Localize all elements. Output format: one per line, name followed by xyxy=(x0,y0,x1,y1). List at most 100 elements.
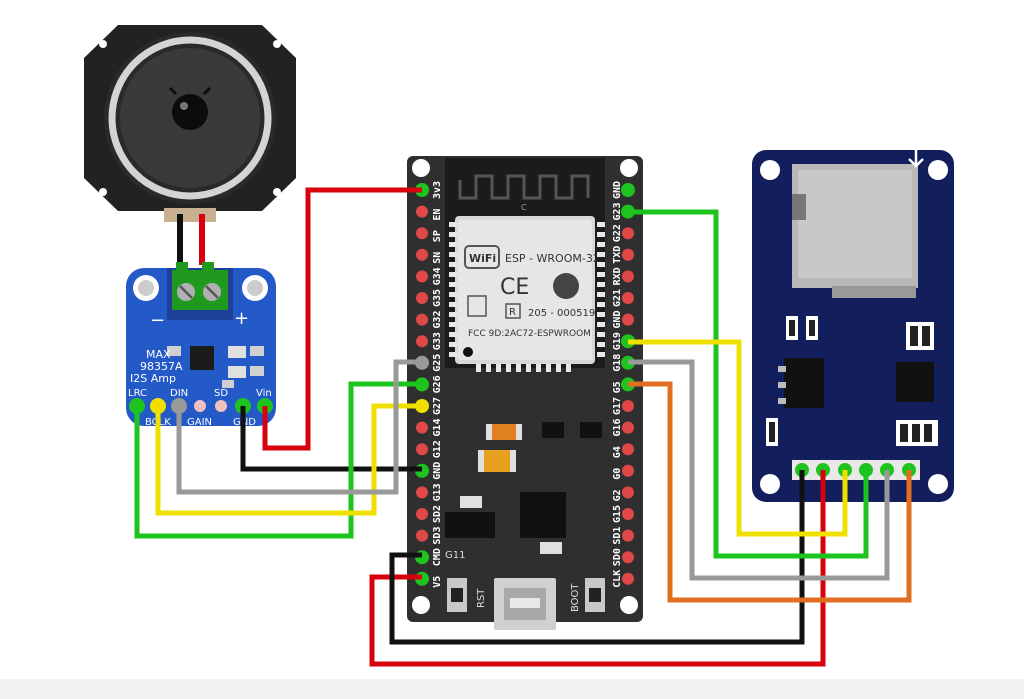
esp32-devkit-board: C WiFi ESP - WROOM-32 CE R 205 - 000519 … xyxy=(407,156,643,630)
wire-amp-vin-3v3 xyxy=(262,187,422,451)
esp32-pin-label: G18 xyxy=(612,354,623,372)
module-pad xyxy=(449,222,457,227)
esp32-pin-label: GND xyxy=(432,462,443,480)
esp32-pin-g4 xyxy=(622,443,634,456)
esp32-pin-label: G14 xyxy=(432,419,443,437)
rst-label: RST xyxy=(476,588,487,608)
module-pad xyxy=(597,322,605,327)
module-pad xyxy=(597,312,605,317)
wifi-badge xyxy=(464,245,500,269)
micro-sd-card-module xyxy=(752,150,954,502)
voltage-regulator xyxy=(445,512,495,538)
module-pad xyxy=(516,364,521,372)
esp32-pin-label: G17 xyxy=(612,397,623,415)
module-pad xyxy=(597,292,605,297)
esp32-pin-g21 xyxy=(622,292,634,304)
r-mark: R xyxy=(509,307,516,318)
esp32-pin-label: SD0 xyxy=(612,548,623,566)
module-pad xyxy=(597,342,605,347)
esp32-pin-label: SN xyxy=(432,252,443,264)
max98357a-amp-board: − + MAX 98357A I2S Amp LRC DIN SD Vin BC… xyxy=(126,262,276,428)
level-shifter-chip xyxy=(896,362,934,402)
esp32-pin-label: V5 xyxy=(432,576,443,588)
esp32-pin-label: TXD xyxy=(612,246,623,264)
esp32-pin-g33 xyxy=(416,335,428,348)
module-pad xyxy=(449,302,457,307)
esp32-pin-label: G16 xyxy=(612,419,623,437)
footer-strip xyxy=(0,679,1024,699)
module-pad xyxy=(449,312,457,317)
module-pad xyxy=(506,364,511,372)
esp32-pin-sp xyxy=(416,227,428,240)
esp32-pin-label: CLK xyxy=(612,570,623,588)
esp32-pin-label: G15 xyxy=(612,505,623,523)
esp32-pin-label: CMD xyxy=(432,548,443,566)
module-pad xyxy=(597,222,605,227)
module-pad xyxy=(556,364,561,372)
amp-title-line2: 98357A xyxy=(140,360,183,373)
esp32-pin-g22 xyxy=(622,227,634,240)
esp32-pin-label: GND xyxy=(612,311,623,329)
wire-sd-sck xyxy=(628,359,890,581)
esp32-pin-label: G2 xyxy=(612,489,623,501)
esp32-pin-label: EN xyxy=(432,209,443,221)
esp32-pin-label: SD2 xyxy=(432,505,443,523)
esp32-pin-label: RXD xyxy=(612,267,623,285)
esp32-pin-sd2 xyxy=(416,508,428,520)
amp-label-vin: Vin xyxy=(256,388,272,399)
esp32-pin-label: G21 xyxy=(612,289,623,307)
module-pad xyxy=(449,352,457,357)
amp-title-line1: MAX xyxy=(146,348,171,361)
esp32-pin-label: G5 xyxy=(612,381,623,393)
wire-sd-gnd xyxy=(389,470,805,645)
g11-label: G11 xyxy=(445,550,465,561)
cert-code: 205 - 000519 xyxy=(528,308,595,319)
esp32-pin-label: G12 xyxy=(432,440,443,458)
amp-pin-sd xyxy=(215,400,227,412)
module-pad xyxy=(597,302,605,307)
wire-amp-gnd xyxy=(240,406,422,472)
esp32-pin-label: G4 xyxy=(612,446,623,458)
module-pad xyxy=(526,364,531,372)
module-pad xyxy=(597,232,605,237)
boot-label: BOOT xyxy=(570,583,581,612)
esp32-pin-clk xyxy=(622,572,634,585)
amp-title-line3: I2S Amp xyxy=(130,372,176,385)
module-pad xyxy=(566,364,571,372)
esp32-pin-g12 xyxy=(416,443,428,456)
wire-sd-cs xyxy=(628,381,912,603)
module-pad xyxy=(449,232,457,237)
esp32-pin-label: G35 xyxy=(432,289,443,307)
module-name: ESP - WROOM-32 xyxy=(505,252,600,265)
esp32-pin-g2 xyxy=(622,486,634,499)
esp32-pin-sd3 xyxy=(416,529,428,542)
esp32-pin-gnd xyxy=(622,313,634,326)
esp32-pin-g15 xyxy=(622,508,634,520)
ldo-regulator xyxy=(784,358,824,408)
module-pad xyxy=(597,272,605,277)
amp-minus: − xyxy=(150,310,165,331)
module-pad xyxy=(449,342,457,347)
esp32-pin-label: G22 xyxy=(612,224,623,242)
recycle-mark-icon xyxy=(467,295,487,317)
module-pad xyxy=(449,252,457,257)
esp32-pin-g17 xyxy=(622,400,634,412)
wire-sd-mosi xyxy=(628,209,869,559)
module-pad xyxy=(449,322,457,327)
esp32-pin-g34 xyxy=(416,270,428,283)
module-pad xyxy=(496,364,501,372)
esp32-pin-label: G27 xyxy=(432,397,443,415)
esp32-pin-label: G19 xyxy=(612,332,623,350)
module-pad xyxy=(449,332,457,337)
transistor xyxy=(542,422,564,438)
module-pad xyxy=(449,292,457,297)
sd-card-slot-icon xyxy=(792,164,918,298)
esp32-pin-g32 xyxy=(416,313,428,326)
esp32-pin-g35 xyxy=(416,292,428,304)
module-pad xyxy=(449,262,457,267)
usb-uart-chip xyxy=(520,492,566,538)
esp32-pin-label: G33 xyxy=(432,332,443,350)
esp32-pin-sd0 xyxy=(622,551,634,564)
module-pad xyxy=(476,364,481,372)
